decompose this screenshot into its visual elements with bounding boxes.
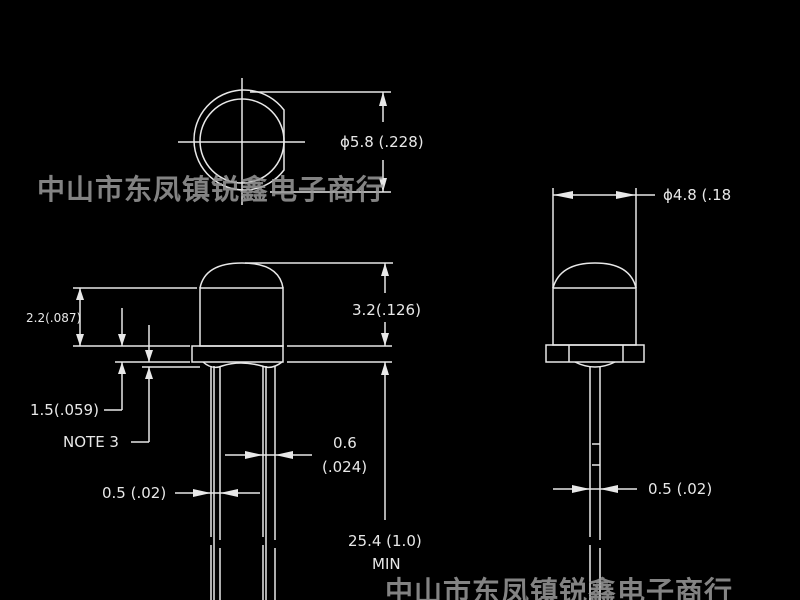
watermark-text-bottom: 中山市东凤镇锐鑫电子商行 [385, 575, 733, 600]
dome-height-label: 3.2(.126) [352, 301, 421, 319]
arrowhead [220, 489, 238, 497]
arrowhead [553, 191, 573, 199]
arrowhead [275, 451, 293, 459]
lead-length-min-label: MIN [372, 555, 401, 573]
arrowhead [145, 367, 153, 379]
flange [191, 345, 284, 363]
arrowhead [245, 451, 263, 459]
arrowhead [381, 362, 389, 375]
flange-divisions [568, 345, 624, 362]
lead-spacing-label: 0.6 [333, 434, 357, 452]
lead-cathode [210, 366, 221, 600]
lens-body [552, 287, 637, 346]
lead-spacing-inch-label: (.024) [322, 458, 367, 476]
arrowhead [600, 485, 618, 493]
lens-body [199, 287, 284, 347]
lead [589, 366, 601, 600]
arrowhead [381, 333, 389, 346]
lens-dome [552, 262, 637, 289]
arrowhead [193, 489, 211, 497]
flange [545, 344, 645, 363]
top-diameter-label: ϕ5.8 (.228) [340, 133, 424, 151]
front-view: ϕ4.8 (.18 0.5 (.02) [545, 186, 731, 600]
front-diameter-label: ϕ4.8 (.18 [663, 186, 731, 204]
lens-dome [199, 262, 284, 289]
arrowhead [76, 288, 84, 300]
arrowhead [572, 485, 590, 493]
lead-length-label: 25.4 (1.0) [348, 532, 422, 550]
arrowhead [145, 350, 153, 362]
arrowhead [381, 263, 389, 276]
arrowhead [76, 334, 84, 346]
base-curve [202, 361, 283, 369]
watermark-text: 中山市东凤镇锐鑫电子商行 [37, 173, 385, 206]
lens-outer-outline [193, 89, 285, 191]
arrowhead [616, 191, 636, 199]
side-view: 2.2(.087) 3.2(.126) 1.5(.059) NOTE 3 0.6… [26, 262, 422, 600]
arrowhead [379, 178, 387, 192]
standoff-label: 1.5(.059) [30, 401, 99, 419]
note-3-label: NOTE 3 [63, 433, 119, 451]
lead-anode [262, 366, 276, 600]
arrowhead [118, 334, 126, 346]
front-lead-width-label: 0.5 (.02) [648, 480, 712, 498]
flange-height-label: 2.2(.087) [26, 311, 81, 325]
lead-width-label: 0.5 (.02) [102, 484, 166, 502]
base-curve [574, 361, 616, 368]
arrowhead [379, 92, 387, 106]
arrowhead [118, 362, 126, 374]
top-view: ϕ5.8 (.228) [178, 78, 424, 205]
